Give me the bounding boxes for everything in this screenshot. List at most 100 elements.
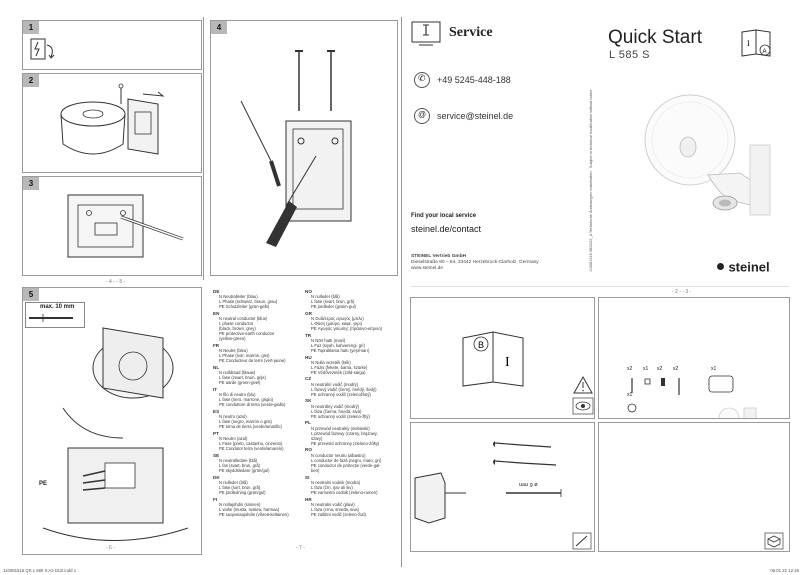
footer-timestamp: 05.01.22 12:46 <box>770 568 799 573</box>
step-1-panel: 1 <box>22 20 202 70</box>
part-quantity: x1 <box>711 366 717 372</box>
wiring-line: N Neutre (bleu) <box>219 347 248 353</box>
wiring-line: N neutralledare (blå) <box>219 457 258 463</box>
wiring-line: PE ochranný vodič (zeleno-žltý) <box>311 413 370 419</box>
email-address[interactable]: service@steinel.de <box>437 111 514 121</box>
language-code: PT <box>213 430 219 436</box>
wiring-line: L fáza (čierna, hnedá, sivá) <box>311 408 362 414</box>
wiring-line: L phase conductor <box>219 320 254 326</box>
find-service-label: Find your local service <box>411 213 477 219</box>
eye-icon <box>572 397 594 415</box>
company-address: Dieselstraße 80 – 84, 33442 Herzebrock-C… <box>411 260 539 265</box>
brand-logo: steinel <box>717 258 770 276</box>
language-code: HR <box>305 496 312 502</box>
brand-dot-icon <box>717 263 724 271</box>
step-2-panel: 2 <box>22 73 202 173</box>
page-number: - 7 - <box>296 545 305 551</box>
language-code: PL <box>305 420 311 426</box>
contact-url[interactable]: steinel.de/contact <box>411 224 482 234</box>
wiring-line: PE Αγωγός γείωσης (πράσινο-κίτρινο) <box>311 325 382 331</box>
brand-name: steinel <box>728 259 770 275</box>
parts-panel: x2x1x2x2x1x1x1 <box>598 297 790 419</box>
wiring-line: N Ουδέτερος αγωγός (μπλε) <box>311 315 364 321</box>
wiring-line: L fase (sort, brun, grå) <box>219 484 261 490</box>
language-code: TR <box>305 332 312 338</box>
parts-quantity-row: x2x1x2x2x1x1x1 <box>627 366 787 398</box>
language-code: SK <box>305 398 312 404</box>
quick-start-title: Quick Start <box>608 27 702 48</box>
step-number: 4 <box>211 21 227 34</box>
wiring-line: (yellow-green) <box>219 336 246 342</box>
wiring-line: L fase (svart, brun, grå) <box>311 298 355 304</box>
language-code: EN <box>213 310 220 316</box>
wiring-line: (black, brown, grey) <box>219 325 256 331</box>
language-code: HU <box>305 354 312 360</box>
language-code: CZ <box>305 376 312 382</box>
wiring-line: PE conduttore di terra (verde-giallo) <box>219 401 286 407</box>
wiring-line: L Phase (schwarz, braun, grau) <box>219 298 278 304</box>
info-screen-icon <box>411 21 441 46</box>
wiring-line: N nulleder (blå) <box>219 479 248 485</box>
wiring-line: N Neutro (azul) <box>219 435 248 441</box>
step-3-panel: 3 <box>22 176 202 276</box>
wiring-line: PE zaštitni vodič (zeleno-žuti) <box>311 511 366 517</box>
wiring-line: ben) <box>311 467 320 473</box>
language-code: ES <box>213 408 220 414</box>
wiring-line: PE varnostni vodnik (zeleno-rumen) <box>311 489 378 495</box>
wiring-line: N neutralni vodič (plavi) <box>311 501 355 507</box>
wiring-line: L faza (črn, rjav ali siv) <box>311 484 353 490</box>
wiring-line: N Neutralleiter (blau) <box>219 293 258 299</box>
language-code: NO <box>305 288 312 294</box>
language-code: FR <box>213 342 220 348</box>
mounting-illustration <box>240 50 352 247</box>
svg-text:I: I <box>747 39 750 48</box>
language-code: IT <box>213 386 218 392</box>
wiring-line: PE toma de tierra (verde/amarillo) <box>219 423 282 429</box>
svg-text:I: I <box>505 355 510 370</box>
manual-book-icon: I A <box>741 29 771 57</box>
wiring-illustration <box>29 314 189 541</box>
wiring-line: N neutrálny vodič (modrý) <box>311 403 359 409</box>
wiring-line: N przewód neutralny (niebieski) <box>311 425 370 431</box>
tools-illustration <box>414 441 562 524</box>
wiring-line: N neutral conductor (blue) <box>219 315 268 321</box>
language-code: DK <box>213 474 220 480</box>
language-code: SE <box>213 452 220 458</box>
step-number: 3 <box>23 177 39 190</box>
wiring-line: PE Conducteur de terre (vert-jaune) <box>219 358 286 363</box>
power-off-icon <box>30 38 55 60</box>
wiring-line: N filo di neutro (blu) <box>219 391 256 397</box>
wiring-line: PE Schutzleiter (grün-gelb) <box>219 303 270 309</box>
step-number: 5 <box>23 288 39 301</box>
wiring-line: L fase (zwart, bruin, grijs) <box>219 374 266 380</box>
wiring-line: PE Topraklama hattı (yeşil-sarı) <box>311 347 370 353</box>
language-code: SI <box>305 474 310 480</box>
wiring-line: N nevtralni vodnik (modra) <box>311 479 361 485</box>
email-icon: @ <box>414 108 430 124</box>
wiring-line: PE aarde (groen-geel) <box>219 379 261 385</box>
wiring-line: PE skyddsledare (grön/gul) <box>219 467 270 473</box>
pencil-icon <box>572 532 592 550</box>
phone-number[interactable]: +49 5245-448-188 <box>437 75 511 85</box>
wiring-line: PE protective-earth conductor <box>219 330 275 336</box>
wiring-line: N Nötr hattı (mavi) <box>311 337 346 343</box>
language-code: RO <box>305 447 312 453</box>
step-5-panel: 5 max. 10 mm PE <box>22 287 202 555</box>
vertical-note: 110081516 08/2022_A Technische Änderunge… <box>589 89 593 272</box>
warning-icon <box>573 375 593 394</box>
footer-file-name: 110081516 QS L 585 S A3 DLE.indd 1 <box>3 568 77 573</box>
company-name: STEINEL Vertrieb GmbH <box>411 254 467 259</box>
assembly-panel <box>598 422 790 552</box>
wiring-line: L fázový vodič (černý, hnědý, šedý) <box>311 386 377 392</box>
company-website[interactable]: www.steinel.de <box>411 266 443 271</box>
wiring-line: PE przewód ochronny (zielono-żółty) <box>311 440 380 446</box>
wiring-line: PE Condutor terra (verde/amarelo) <box>219 445 284 451</box>
wiring-line: L conductor de fază (negru, maro, gri) <box>311 457 382 463</box>
center-fold <box>401 17 402 567</box>
pe-label: PE <box>39 481 48 487</box>
language-code: GR <box>305 310 312 316</box>
symbols-panel: B I <box>410 297 595 419</box>
lamp-disassembly-illustration <box>60 83 165 155</box>
wiring-line: L Φάση (μαύρο, καφέ, γκρι) <box>311 320 362 326</box>
cube-icon <box>764 532 784 550</box>
